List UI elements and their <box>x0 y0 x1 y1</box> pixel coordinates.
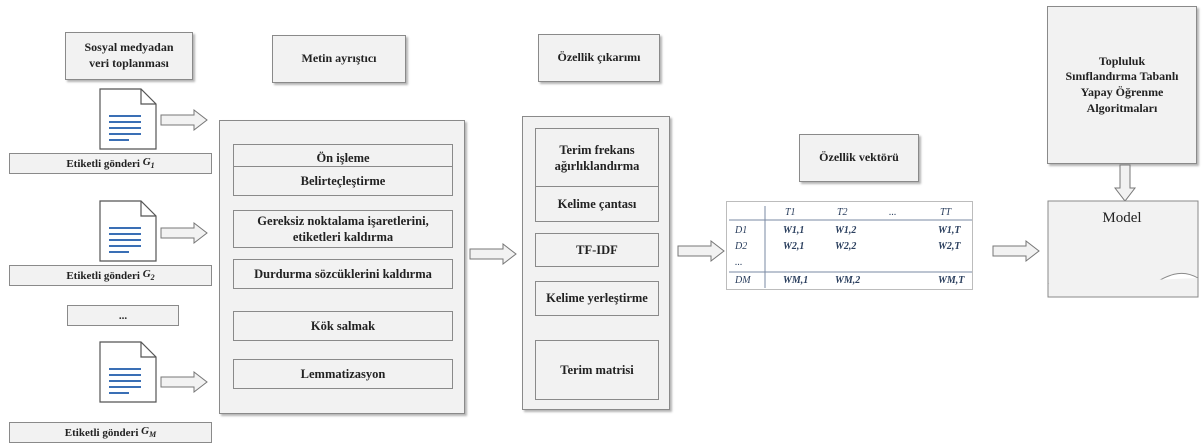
parser-title: Metin ayrıştıcı <box>272 35 406 83</box>
parser-step-tokenization: Belirteçleştirme <box>233 166 453 196</box>
arrow-features-to-vector <box>677 240 725 262</box>
matrix-col-header-1: T1 <box>785 207 796 218</box>
vector-title: Özellik vektörü <box>799 134 919 182</box>
matrix-cell: WM,1 <box>783 275 809 286</box>
post-label-1: Etiketli gönderi G1 <box>9 153 212 174</box>
feature-bag-of-words: Kelime çantası <box>535 186 659 222</box>
algorithm-box: Topluluk Sınıflandırma Tabanlı Yapay Öğr… <box>1047 6 1197 164</box>
parser-step-punctuation-removal: Gereksiz noktalama işaretlerini, etiketl… <box>233 210 453 248</box>
matrix-cell: WM,2 <box>835 275 861 286</box>
parser-step-lemmatization: Lemmatizasyon <box>233 359 453 389</box>
post-label-2: Etiketli gönderi G2 <box>9 265 212 286</box>
arrow-docm-to-parser <box>160 371 208 393</box>
arrow-doc1-to-parser <box>160 109 208 131</box>
document-icon-2 <box>99 200 157 262</box>
matrix-row-label: D2 <box>735 241 748 252</box>
parser-step-stopword-removal: Durdurma sözcüklerini kaldırma <box>233 259 453 289</box>
document-icon-1 <box>99 88 157 150</box>
matrix-cell: W1,2 <box>835 225 857 236</box>
matrix-cell: W1,T <box>938 225 961 236</box>
feature-word-embedding: Kelime yerleştirme <box>535 281 659 316</box>
matrix-row-label: D1 <box>735 225 748 236</box>
arrow-vector-to-model <box>992 240 1040 262</box>
matrix-row-label: DM <box>735 275 751 286</box>
model-label: Model <box>1102 210 1142 226</box>
post-label-m: Etiketli gönderi GM <box>9 422 212 443</box>
document-icon-m <box>99 341 157 403</box>
feature-tf-idf: TF-IDF <box>535 233 659 267</box>
matrix-col-header-t: TT <box>940 207 952 218</box>
parser-step-stemming: Kök salmak <box>233 311 453 341</box>
feature-term-matrix: Terim matrisi <box>535 340 659 400</box>
matrix-cell: W2,2 <box>835 241 857 252</box>
feature-term-frequency: Terim frekans ağırlıklandırma <box>535 128 659 188</box>
matrix-cell: WM,T <box>938 275 965 286</box>
post-label-ellipsis: ... <box>67 305 179 326</box>
matrix-col-header-2: T2 <box>837 207 848 218</box>
matrix-cell: W1,1 <box>783 225 805 236</box>
arrow-doc2-to-parser <box>160 222 208 244</box>
arrow-parser-to-features <box>469 243 517 265</box>
matrix-col-header-ellipsis: ... <box>889 207 897 218</box>
arrow-algorithm-to-model <box>1114 164 1136 202</box>
matrix-cell: W2,1 <box>783 241 805 252</box>
feature-matrix: T1 T2 ... TT D1 W1,1 W1,2 W1,T D2 W2,1 W… <box>726 201 973 290</box>
features-title: Özellik çıkarımı <box>538 34 660 82</box>
matrix-row-label: ... <box>735 257 743 268</box>
model-box <box>1047 200 1199 298</box>
matrix-cell: W2,T <box>938 241 961 252</box>
